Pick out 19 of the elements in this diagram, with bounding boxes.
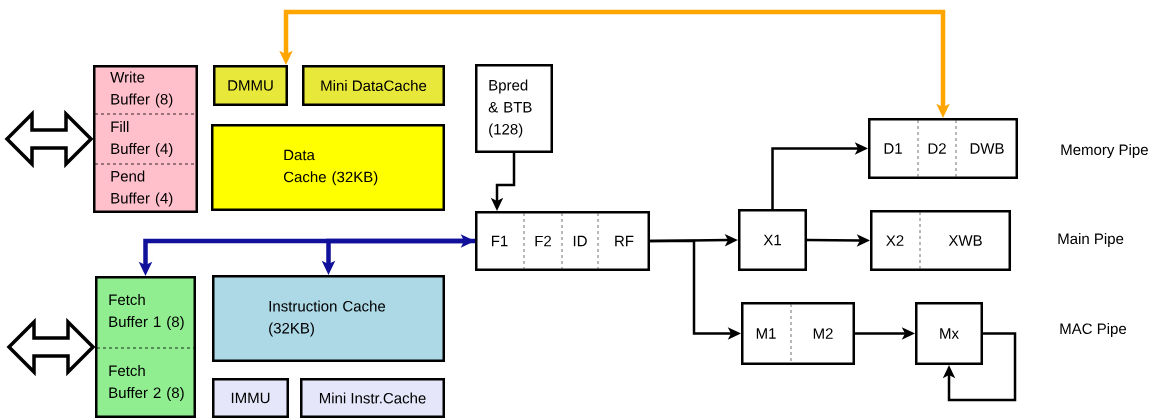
pipe-label: Main Pipe (1058, 233, 1124, 247)
cache-box: Instruction Cache (32KB) (212, 275, 445, 362)
mmu-box: IMMU (212, 378, 289, 418)
mmu-box: DMMU (213, 65, 288, 106)
pipe-label: MAC Pipe (1060, 323, 1127, 337)
predictor-box: Bpred & BTB (128) (475, 64, 553, 153)
cache-box: Data Cache (32KB) (211, 124, 445, 211)
pipeline-stage-box: F1 F2 ID RF (475, 211, 650, 271)
cache-box: Mini DataCache (302, 65, 445, 106)
pipeline-stage-box: M1 M2 (741, 302, 855, 365)
pipe-label: Memory Pipe (1061, 144, 1148, 158)
buffer-box: Fetch Buffer 1 (8) Fetch Buffer 2 (8) (95, 276, 196, 418)
buffer-box: Write Buffer (8) Fill Buffer (4) Pend Buffer (4) (93, 65, 198, 213)
pipeline-stage-box: X1 (738, 209, 807, 271)
pipeline-stage-box: D1 D2 DWB (868, 118, 1018, 179)
cache-box: Mini Instr.Cache (300, 378, 445, 418)
arrow (942, 332, 1017, 402)
pipeline-stage-box: X2 XWB (870, 210, 1011, 271)
pipeline-stage-box: Mx (915, 302, 983, 365)
